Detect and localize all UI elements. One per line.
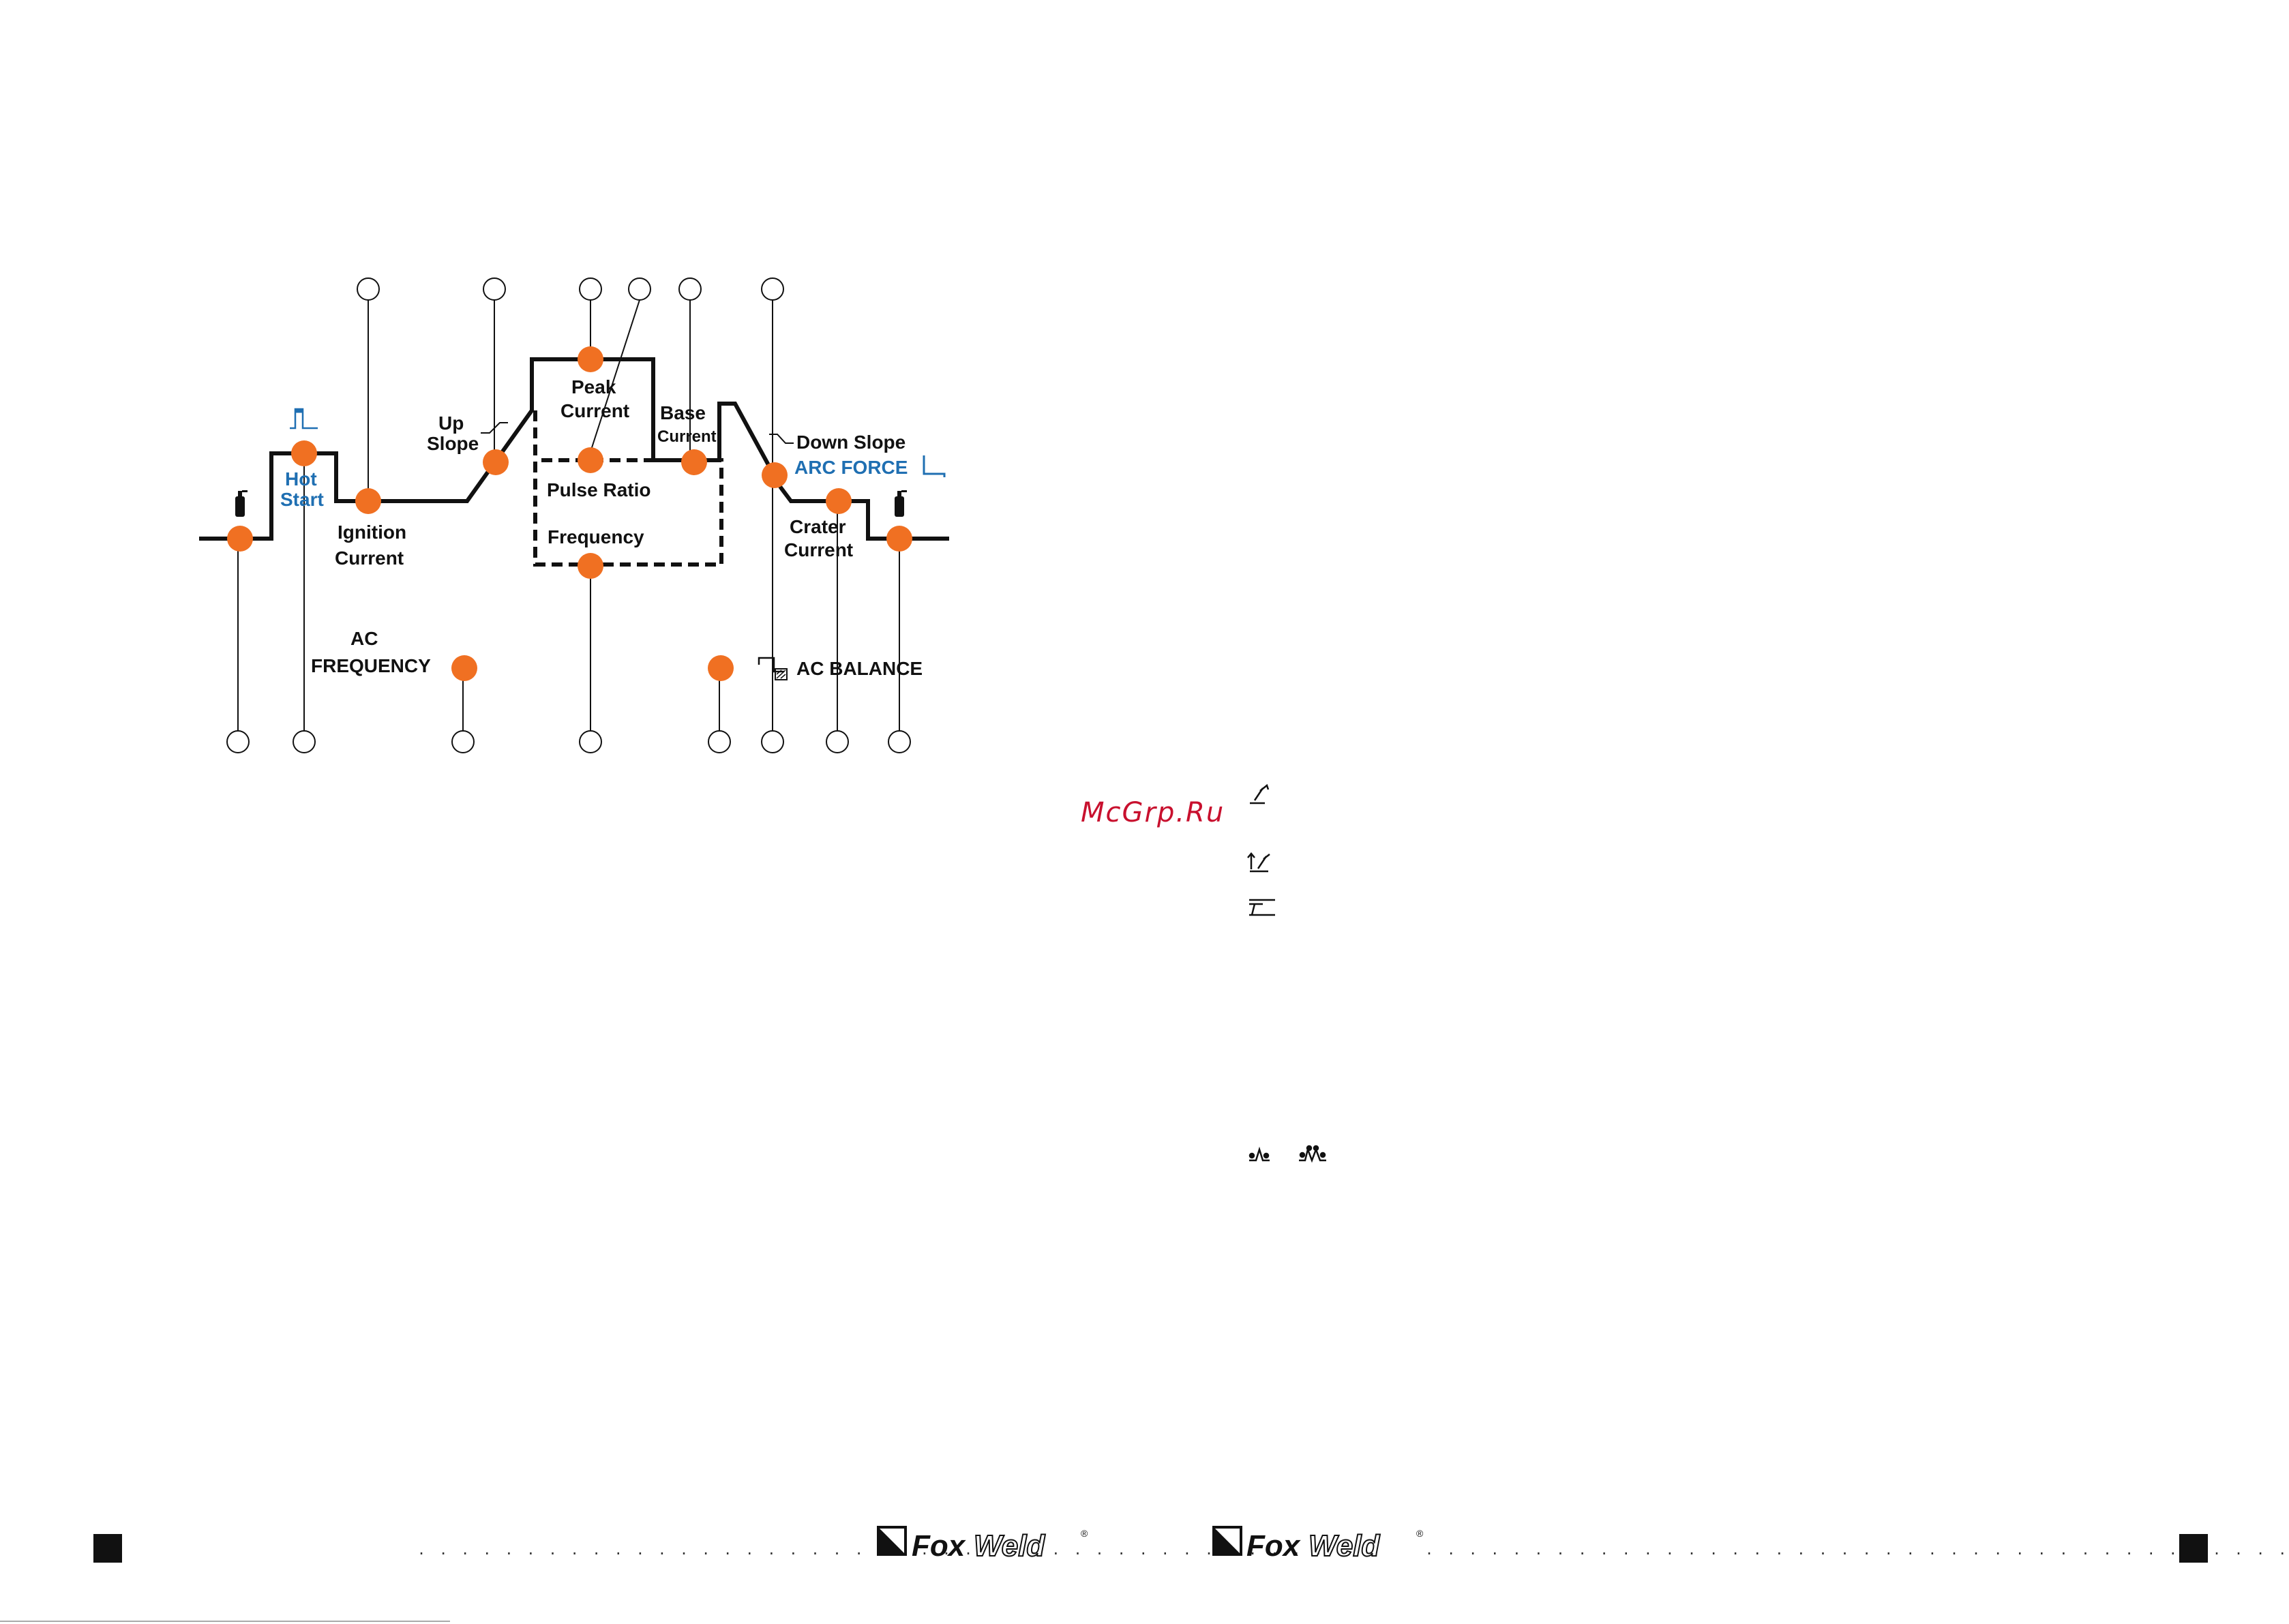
marker-ac-balance[interactable] [708, 655, 734, 681]
label-arc-force: ARC FORCE [794, 457, 908, 478]
label-ignition-2: Current [335, 547, 404, 569]
label-crater-2: Current [784, 539, 853, 560]
callout-bottom-crater [826, 730, 849, 753]
logo-fox-text: Fox [912, 1529, 966, 1563]
marker-ignition-current[interactable] [355, 488, 381, 514]
gas-cylinder-icon [895, 490, 907, 517]
arc-force-icon [923, 455, 946, 477]
marker-hot-start[interactable] [291, 440, 317, 466]
marker-frequency[interactable] [578, 553, 603, 579]
callout-bottom-ac-balance [708, 730, 731, 753]
pulse-dashed-box [533, 410, 723, 567]
foxweld-logo-left: Fox Weld ® [877, 1526, 1088, 1563]
callout-top-ignition [357, 277, 380, 301]
label-base-1: Base [660, 402, 706, 423]
foxweld-logo-icon [1212, 1526, 1242, 1556]
parameter-markers [227, 346, 912, 681]
label-ac-balance: AC BALANCE [796, 658, 923, 679]
callout-bottom-hot-start [293, 730, 316, 753]
callout-top-base [678, 277, 702, 301]
slope-icon [481, 422, 508, 434]
label-peak-1: Peak [571, 376, 616, 397]
logo-fox-text: Fox [1246, 1529, 1301, 1563]
callout-bottom-post-gas [888, 730, 911, 753]
footer-dots-left: . . . . . . . . . . . . . . . . . . . . … [417, 1542, 1325, 1558]
label-crater-1: Crater [790, 516, 846, 537]
hot-start-pulse-icon [290, 408, 318, 430]
label-peak-2: Current [560, 400, 629, 421]
logo-weld-text: Weld [1308, 1529, 1380, 1563]
label-ac-1: AC [350, 628, 378, 649]
marker-ac-frequency[interactable] [451, 655, 477, 681]
label-base-2: Current [657, 427, 717, 446]
label-up-slope-1: Up [438, 412, 464, 434]
logo-weld-text: Weld [974, 1529, 1045, 1563]
slope-icon [769, 434, 794, 444]
callout-top-pulse-ratio [628, 277, 651, 301]
marker-peak-current[interactable] [578, 346, 603, 372]
label-pulse-ratio: Pulse Ratio [547, 479, 650, 500]
torch-up-icon [1247, 852, 1270, 873]
callout-bottom-arc-force [761, 730, 784, 753]
callout-circles [226, 277, 911, 753]
marker-base-current[interactable] [681, 449, 707, 475]
2t-icon [1248, 1146, 1270, 1162]
footer-dots-right: . . . . . . . . . . . . . . . . . . . . … [1425, 1542, 2289, 1558]
label-frequency: Frequency [548, 526, 644, 547]
torch-icon [1250, 783, 1270, 805]
page-marker-left [93, 1534, 122, 1563]
label-ac-2: FREQUENCY [311, 655, 431, 676]
marker-up-slope[interactable] [483, 449, 509, 475]
label-ignition-1: Ignition [338, 522, 406, 543]
callout-top-down-slope [761, 277, 784, 301]
foxweld-logo-icon [877, 1526, 907, 1556]
callout-bottom-ac-frequency [451, 730, 475, 753]
page-marker-right [2179, 1534, 2208, 1563]
callout-top-up-slope [483, 277, 506, 301]
marker-post-gas[interactable] [886, 526, 912, 552]
foxweld-logo-right: Fox Weld ® [1212, 1526, 1424, 1563]
ac-balance-wave-icon [758, 657, 788, 680]
label-down-slope: Down Slope [796, 432, 906, 453]
label-hot-start-1: Hot [285, 468, 317, 490]
marker-pre-gas[interactable] [227, 526, 253, 552]
label-hot-start-2: Start [280, 489, 324, 510]
gas-cylinder-icon [235, 490, 248, 517]
tig-icon [1249, 899, 1275, 916]
callout-bottom-frequency [579, 730, 602, 753]
label-up-slope-2: Slope [427, 433, 479, 454]
marker-pulse-ratio[interactable] [578, 447, 603, 473]
4t-icon [1299, 1145, 1326, 1163]
logo-registered: ® [1416, 1528, 1424, 1539]
callout-top-peak [579, 277, 602, 301]
marker-crater-current[interactable] [826, 488, 852, 514]
current-waveform [199, 357, 949, 541]
logo-registered: ® [1081, 1528, 1088, 1539]
watermark: McGrp.Ru [1081, 797, 1225, 828]
callout-bottom-pre-gas [226, 730, 250, 753]
marker-down-slope[interactable] [762, 462, 788, 488]
